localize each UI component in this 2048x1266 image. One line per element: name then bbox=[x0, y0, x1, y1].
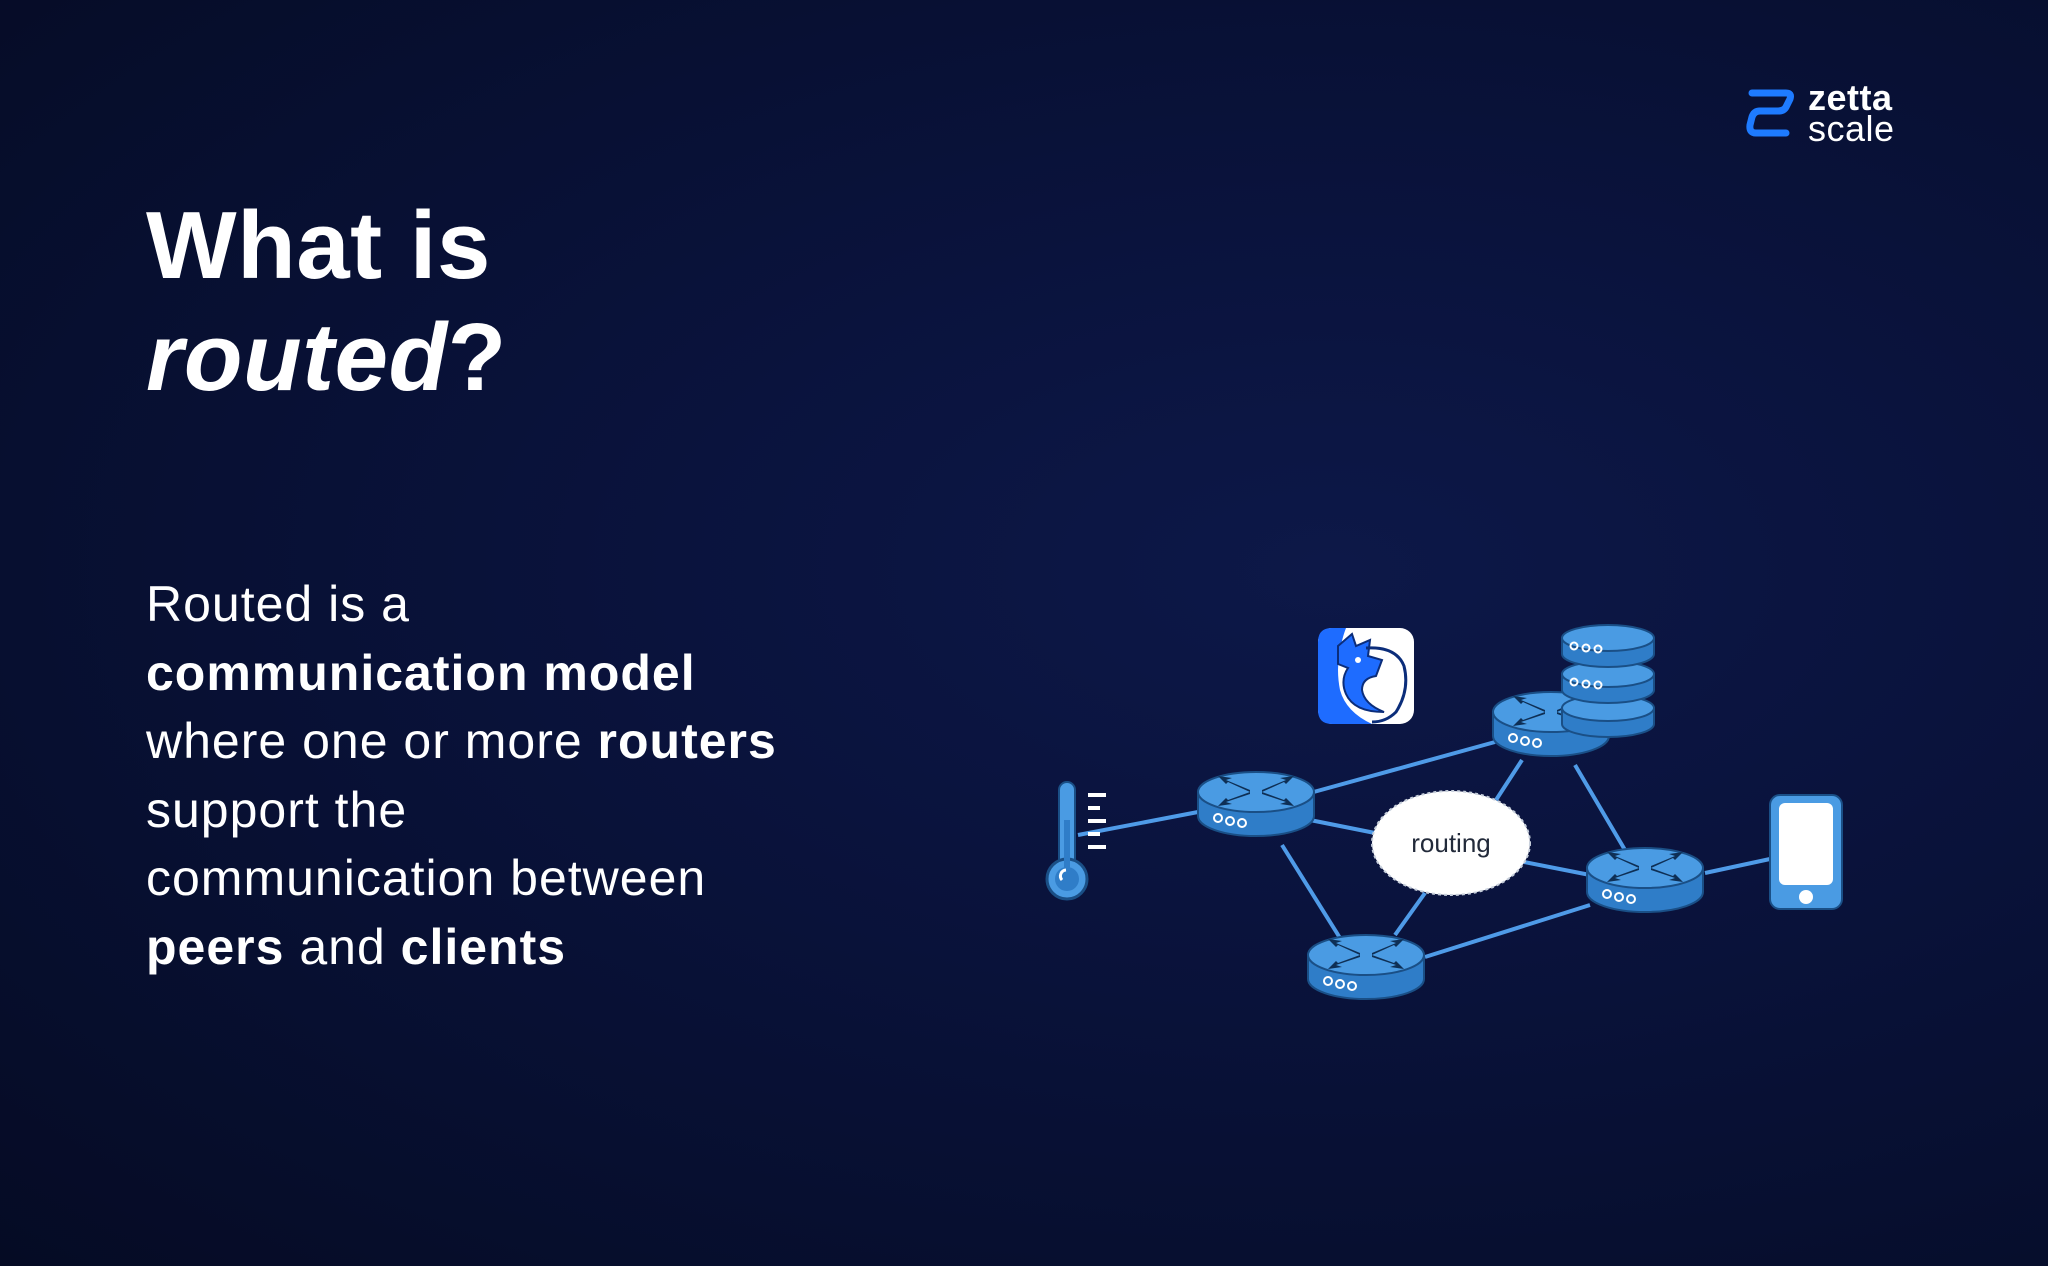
router-node bbox=[1197, 771, 1315, 837]
routing-diagram: routing bbox=[1045, 624, 1843, 1000]
description-text: support the bbox=[146, 781, 408, 838]
thermometer-icon bbox=[1045, 781, 1106, 901]
link-router-router bbox=[1309, 740, 1496, 795]
link-router-router bbox=[1280, 843, 1342, 940]
description: Routed is a communication model where on… bbox=[146, 570, 906, 981]
description-bold: clients bbox=[400, 918, 567, 975]
logo-text-line1: zetta bbox=[1808, 77, 1893, 118]
routing-bubble: routing bbox=[1371, 790, 1531, 896]
router-node bbox=[1307, 934, 1425, 1000]
link-router-router bbox=[1573, 763, 1627, 852]
description-bold: peers bbox=[146, 918, 285, 975]
description-line-2: communication model bbox=[146, 639, 906, 708]
description-line-5: communication between bbox=[146, 844, 906, 913]
description-text: Routed is a bbox=[146, 576, 410, 632]
link-thermometer-router bbox=[1077, 810, 1199, 837]
title-suffix: ? bbox=[447, 304, 507, 411]
link-routing-router bbox=[1523, 860, 1591, 877]
description-line-4: support the bbox=[146, 776, 906, 845]
zettascale-logo-icon bbox=[1746, 89, 1794, 137]
logo-text-line2: scale bbox=[1808, 108, 1895, 149]
phone-icon bbox=[1769, 794, 1843, 910]
page-title: What is routed? bbox=[146, 190, 507, 414]
router-node bbox=[1586, 847, 1704, 913]
link-router-phone bbox=[1704, 857, 1771, 875]
description-line-3: where one or more routers bbox=[146, 707, 906, 776]
title-line1: What is bbox=[146, 192, 491, 299]
description-line-1: Routed is a bbox=[146, 570, 906, 639]
link-router-router bbox=[1424, 903, 1591, 959]
description-line-6: peers and clients bbox=[146, 913, 906, 982]
description-bold: routers bbox=[597, 713, 777, 769]
description-bold: communication model bbox=[146, 644, 696, 701]
title-emphasis: routed bbox=[146, 304, 448, 411]
routing-label: routing bbox=[1411, 828, 1491, 858]
zettascale-logo: zetta scale bbox=[1740, 78, 1920, 148]
link-routing-router bbox=[1393, 891, 1427, 937]
description-text: communication between bbox=[146, 850, 707, 906]
description-text: where one or more bbox=[146, 713, 598, 769]
description-text: and bbox=[284, 918, 401, 975]
link-router-routing bbox=[1309, 818, 1381, 836]
database-icon bbox=[1561, 624, 1655, 738]
app-icon bbox=[1318, 628, 1414, 724]
network-links bbox=[1077, 740, 1771, 959]
link-router-routing bbox=[1494, 758, 1524, 802]
